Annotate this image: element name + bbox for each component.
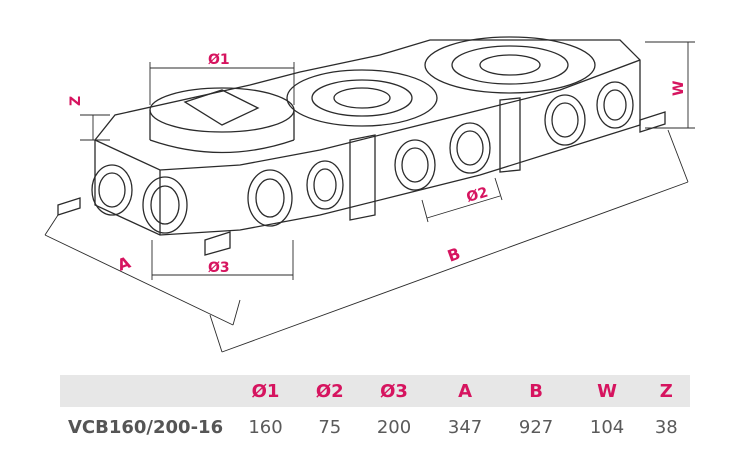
value-z: 38: [654, 416, 678, 438]
dimension-lines: [44, 41, 695, 353]
label-z: Z: [68, 96, 84, 106]
label-d3: Ø3: [208, 260, 230, 276]
header-d3: Ø3: [358, 375, 430, 407]
header-blank: [60, 375, 230, 407]
label-d1: Ø1: [208, 52, 230, 68]
header-a: A: [429, 375, 501, 407]
dimension-labels: Ø1 Z W Ø3 Ø2 A B: [68, 52, 687, 276]
header-d2: Ø2: [301, 375, 359, 407]
header-b: B: [500, 375, 572, 407]
header-w: W: [571, 375, 643, 407]
technical-drawing: Ø1 Z W Ø3 Ø2 A B: [44, 36, 695, 353]
label-b: B: [445, 244, 463, 266]
label-w: W: [671, 81, 687, 96]
header-d1: Ø1: [230, 375, 302, 407]
value-a: 347: [447, 416, 483, 438]
value-d1: 160: [248, 416, 283, 438]
value-b: 927: [518, 416, 554, 438]
value-d3: 200: [376, 416, 412, 438]
value-d2: 75: [318, 416, 342, 438]
table-header-row: Ø1 Ø2 Ø3 A B W Z: [60, 375, 690, 407]
distribution-box-outline: [57, 36, 666, 256]
spec-table: Ø1 Ø2 Ø3 A B W Z VCB160/200-16 160 75 20…: [60, 375, 690, 447]
header-z: Z: [642, 375, 690, 407]
table-row: VCB160/200-16 160 75 200 347 927 104 38: [60, 407, 690, 447]
label-a: A: [115, 252, 134, 274]
model-name: VCB160/200-16: [68, 416, 224, 438]
label-d2: Ø2: [465, 184, 490, 205]
value-w: 104: [589, 416, 625, 438]
